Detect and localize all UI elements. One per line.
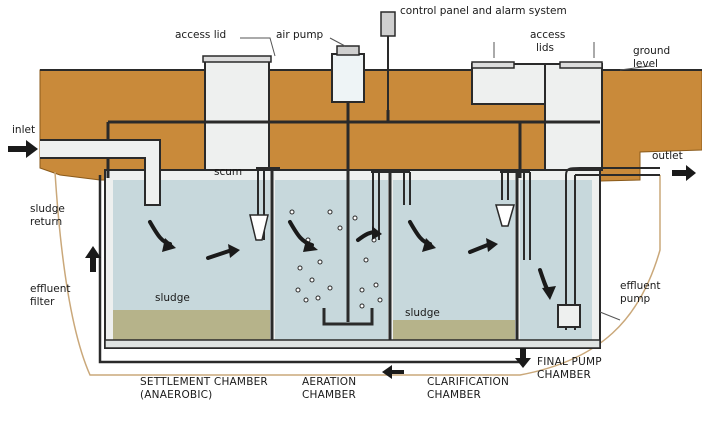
label-access-lids-2: lids — [536, 42, 554, 54]
label-clarification-chamber-1: CLARIFICATION — [427, 376, 510, 388]
callout-lines — [240, 37, 651, 321]
sludge-layer-right — [393, 320, 515, 340]
label-effluent-filter-2: filter — [30, 296, 55, 308]
label-sludge-left: sludge — [155, 292, 190, 304]
label-final-pump-chamber-1: FINAL PUMP — [537, 356, 602, 368]
effluent-pump-icon — [557, 304, 581, 328]
excavation-outline — [54, 171, 661, 376]
lid-left — [202, 55, 272, 63]
water-clarification — [393, 180, 515, 340]
label-aeration-chamber-2: CHAMBER — [302, 389, 357, 401]
label-settlement-chamber-1: SETTLEMENT CHAMBER — [140, 376, 268, 388]
control-panel-box — [380, 11, 396, 37]
outlet-pipe — [565, 167, 660, 330]
label-ground-level-2: level — [633, 58, 658, 70]
effluent-filter-icon — [249, 214, 269, 241]
tank-floor — [104, 339, 601, 349]
sludge-layer-left — [113, 310, 270, 340]
riser-left — [204, 57, 270, 171]
lid-right-b — [559, 61, 603, 69]
air-pump-housing — [331, 53, 365, 103]
label-sludge-return-1: sludge — [30, 203, 65, 215]
riser-right-col — [544, 63, 603, 171]
label-aeration-chamber-1: AERATION — [302, 376, 357, 388]
label-clarification-chamber-2: CHAMBER — [427, 389, 482, 401]
label-access-lid: access lid — [175, 29, 227, 41]
external-arrows — [8, 140, 696, 379]
label-effluent-pump-1: effluent — [620, 280, 661, 292]
inlet-pipe — [40, 139, 161, 206]
effluent-filter-icon-2 — [495, 204, 515, 227]
label-effluent-pump-2: pump — [620, 293, 651, 305]
flow-arrows — [148, 220, 556, 300]
label-effluent-filter-1: effluent — [30, 283, 71, 295]
label-control-panel: control panel and alarm system — [400, 5, 567, 17]
t-pipe-3 — [500, 171, 531, 260]
water-aeration — [275, 180, 388, 340]
label-final-pump-chamber-2: CHAMBER — [537, 369, 592, 381]
air-diffuser — [322, 308, 374, 326]
air-pump-cap — [336, 45, 360, 56]
label-settlement-chamber-2: (ANAEROBIC) — [140, 389, 213, 401]
t-pipe-2 — [371, 171, 411, 240]
label-access-lids-1: access — [530, 29, 566, 41]
lid-right-a — [471, 61, 515, 69]
label-ground-level-1: ground — [633, 45, 671, 57]
label-sludge-return-2: return — [30, 216, 63, 228]
label-inlet: inlet — [12, 124, 36, 136]
label-air-pump: air pump — [276, 29, 324, 41]
label-outlet: outlet — [652, 150, 683, 162]
label-sludge-right: sludge — [405, 307, 440, 319]
air-bubbles — [289, 209, 383, 309]
label-scum: scum — [214, 166, 243, 178]
